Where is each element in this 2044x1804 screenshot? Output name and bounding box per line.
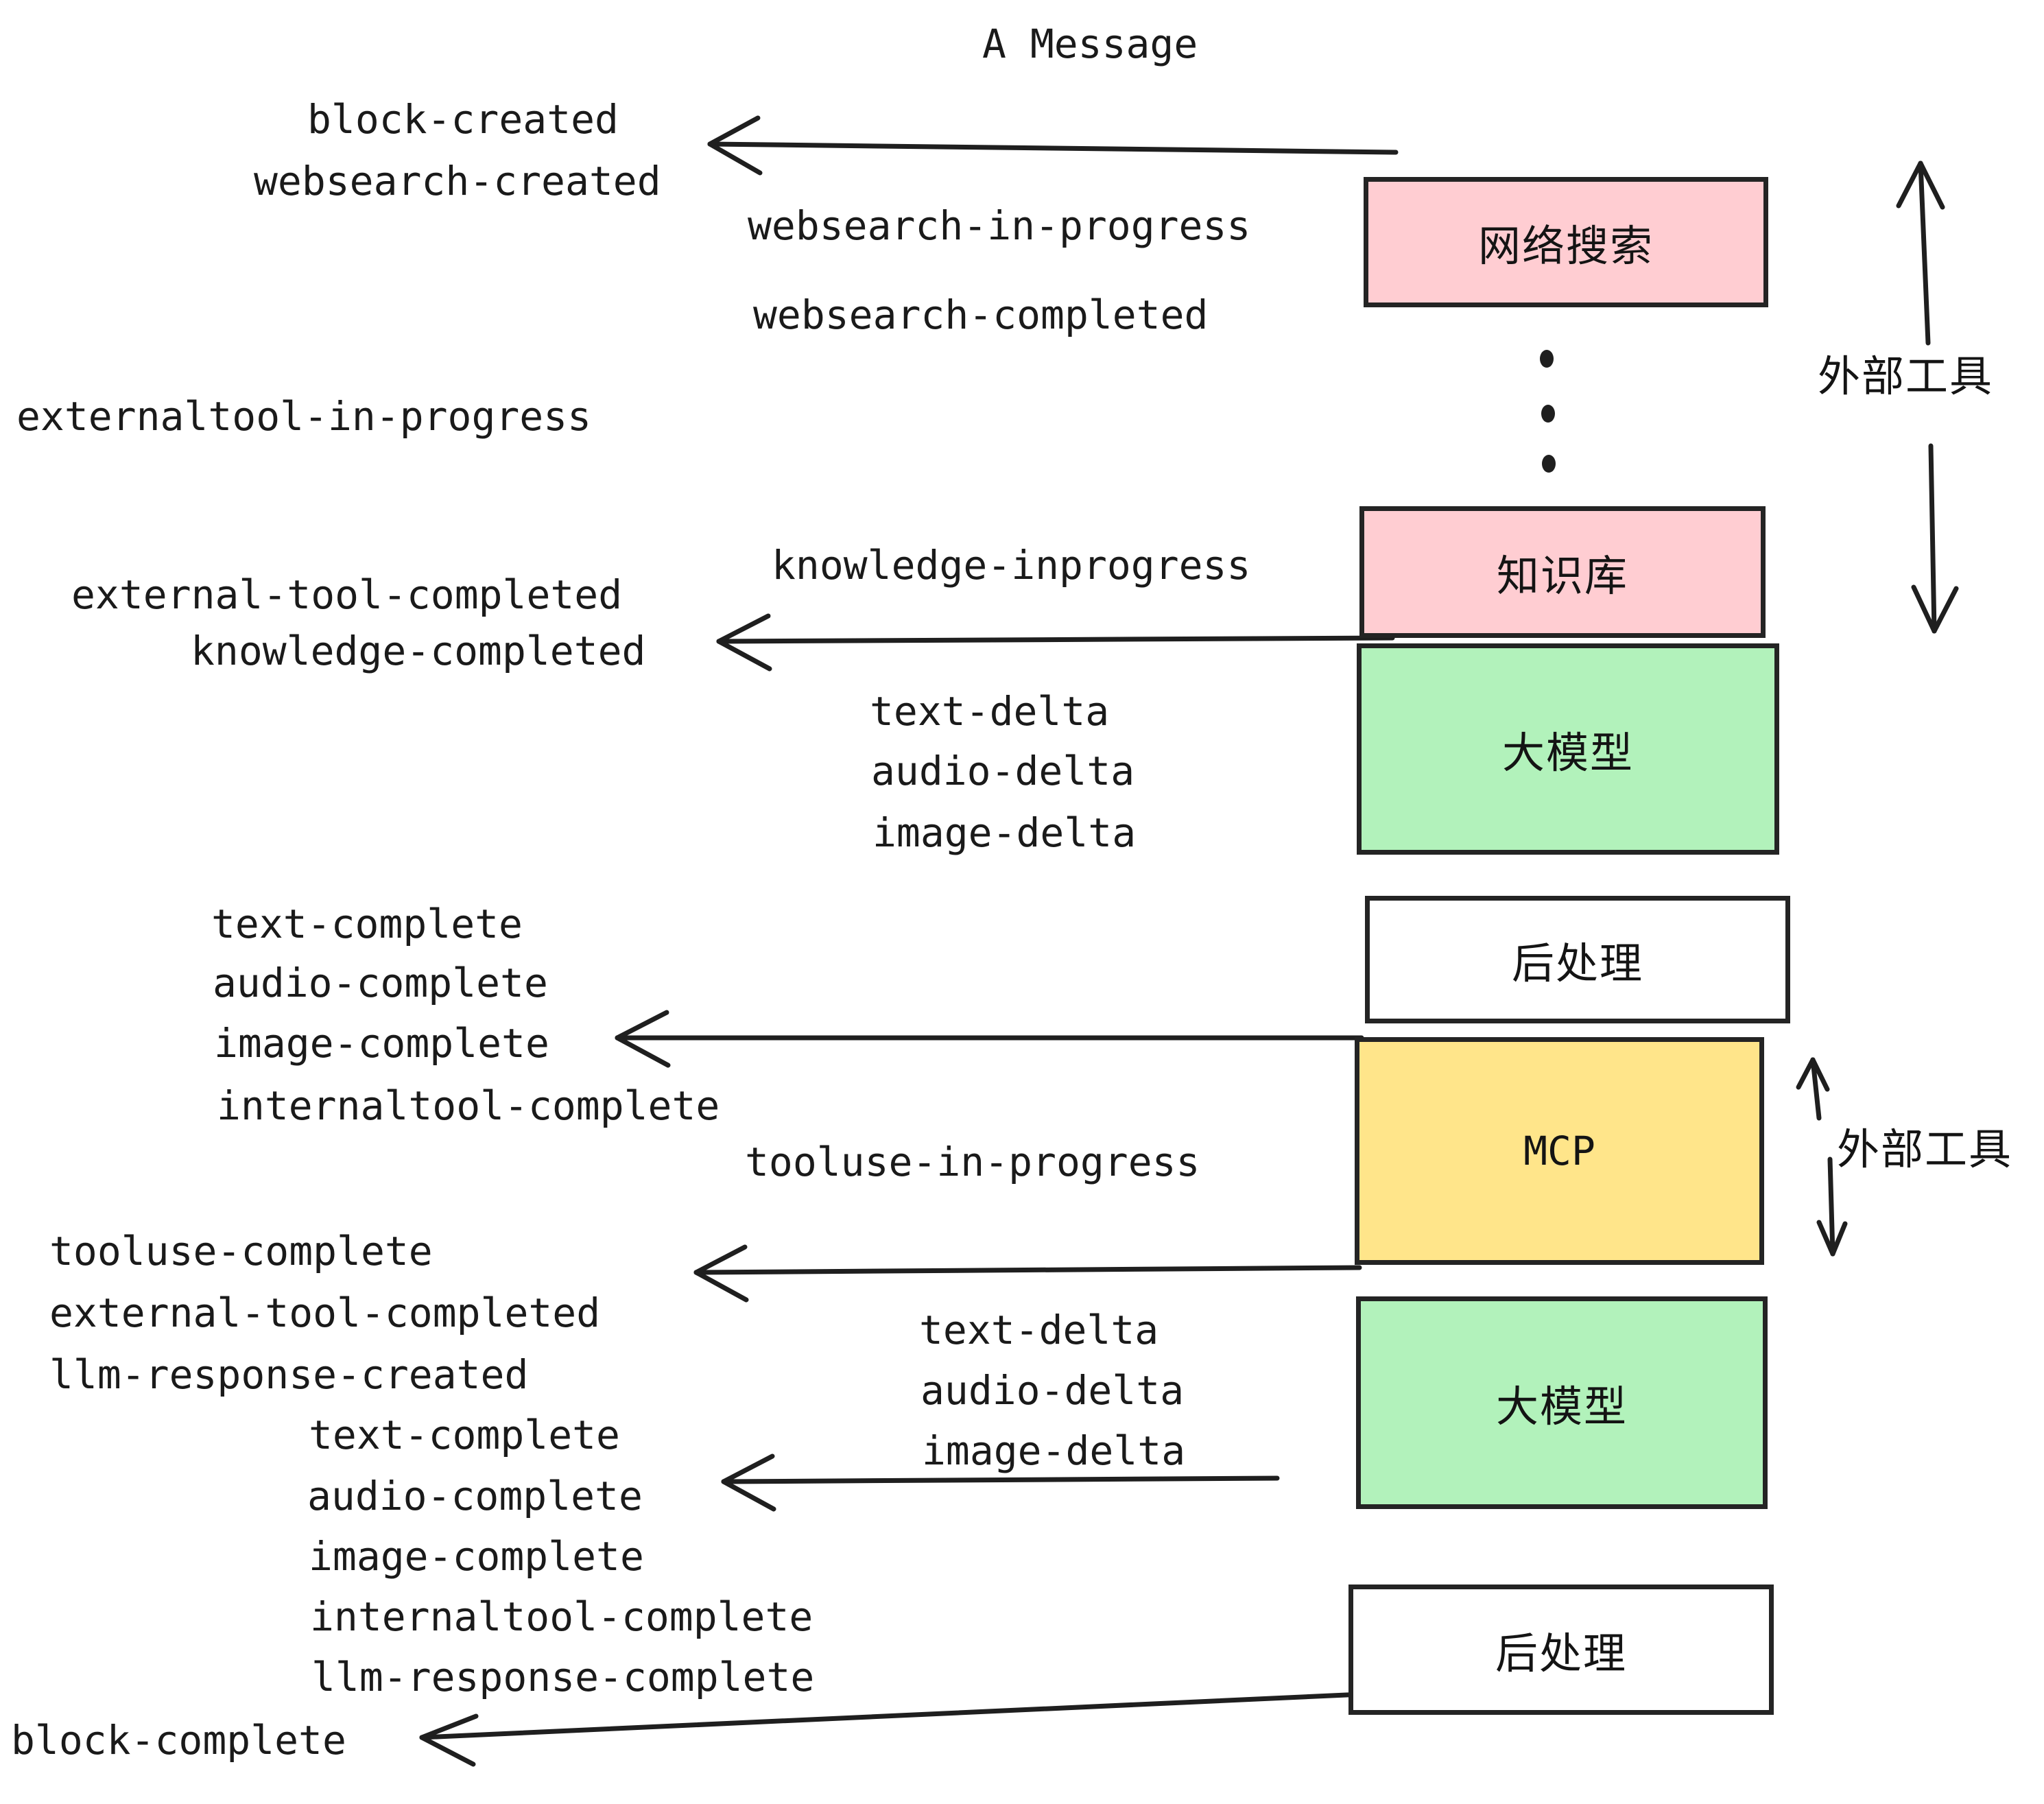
arrow-external-tool-down-2 [1827, 1156, 1835, 1257]
event-audio-delta-1: audio-delta [871, 748, 1135, 794]
event-websearch-created: websearch-created [254, 158, 661, 204]
event-llm-response-created: llm-response-created [49, 1351, 529, 1398]
ellipsis-dot [1542, 455, 1556, 473]
box-llm-upper[interactable]: 大模型 [1357, 643, 1779, 855]
arrow-llm-to-audio-complete [721, 1475, 1280, 1484]
diagram-title: A Message [982, 21, 1198, 67]
event-knowledge-inprogress: knowledge-inprogress [772, 542, 1251, 589]
event-external-tool-completed-1: external-tool-completed [71, 571, 623, 618]
ellipsis-dot [1540, 350, 1554, 368]
event-knowledge-completed: knowledge-completed [191, 628, 646, 674]
event-audio-delta-2: audio-delta [920, 1367, 1185, 1414]
event-tooluse-complete: tooluse-complete [49, 1228, 433, 1274]
event-image-complete-2: image-complete [309, 1533, 644, 1580]
event-externaltool-in-progress: externaltool-in-progress [16, 393, 592, 440]
event-image-delta-1: image-delta [872, 809, 1137, 856]
box-mcp-label: MCP [1523, 1128, 1595, 1174]
event-audio-complete-2: audio-complete [307, 1473, 643, 1519]
event-block-created: block-created [307, 96, 619, 143]
event-llm-response-complete: llm-response-complete [311, 1654, 815, 1700]
event-text-complete-2: text-complete [309, 1412, 620, 1458]
event-websearch-in-progress: websearch-in-progress [748, 202, 1251, 249]
side-label-external-tool-lower: 外部工具 [1837, 1124, 2013, 1174]
box-websearch[interactable]: 网络搜索 [1364, 177, 1768, 307]
event-text-complete-1: text-complete [211, 901, 523, 947]
arrow-websearch-to-block-created [707, 141, 1399, 155]
box-llm-upper-label: 大模型 [1501, 728, 1634, 778]
arrow-mcp-to-tooluse-complete [693, 1265, 1362, 1275]
box-knowledge[interactable]: 知识库 [1359, 506, 1766, 638]
ellipsis-dot [1541, 405, 1555, 423]
arrow-postprocess-to-block-complete [419, 1692, 1364, 1740]
box-websearch-label: 网络搜索 [1477, 221, 1654, 271]
box-postprocess-lower[interactable]: 后处理 [1348, 1585, 1774, 1715]
event-internaltool-complete-1: internaltool-complete [217, 1082, 720, 1129]
arrow-external-tool-down-1 [1928, 443, 1937, 634]
event-external-tool-completed-2: external-tool-completed [49, 1290, 601, 1336]
event-text-delta-1: text-delta [870, 688, 1110, 735]
box-llm-lower[interactable]: 大模型 [1356, 1296, 1768, 1509]
box-knowledge-label: 知识库 [1496, 551, 1628, 601]
event-websearch-completed: websearch-completed [753, 292, 1209, 338]
event-image-complete-1: image-complete [214, 1020, 549, 1067]
event-audio-complete-1: audio-complete [213, 960, 548, 1006]
box-postprocess-upper-label: 后处理 [1511, 938, 1643, 988]
event-block-complete: block-complete [11, 1717, 346, 1764]
box-mcp[interactable]: MCP [1355, 1037, 1764, 1265]
arrow-external-tool-up-1 [1918, 161, 1931, 346]
arrow-knowledge-to-completed [716, 635, 1395, 644]
side-label-external-tool-upper: 外部工具 [1818, 351, 1994, 401]
event-image-delta-2: image-delta [922, 1427, 1186, 1474]
event-tooluse-in-progress: tooluse-in-progress [745, 1139, 1200, 1185]
event-internaltool-complete-2: internaltool-complete [310, 1593, 813, 1640]
event-text-delta-2: text-delta [919, 1307, 1159, 1353]
box-postprocess-upper[interactable]: 后处理 [1365, 896, 1790, 1023]
arrow-external-tool-up-2 [1810, 1057, 1822, 1121]
box-postprocess-lower-label: 后处理 [1495, 1628, 1627, 1678]
box-llm-lower-label: 大模型 [1495, 1381, 1628, 1432]
